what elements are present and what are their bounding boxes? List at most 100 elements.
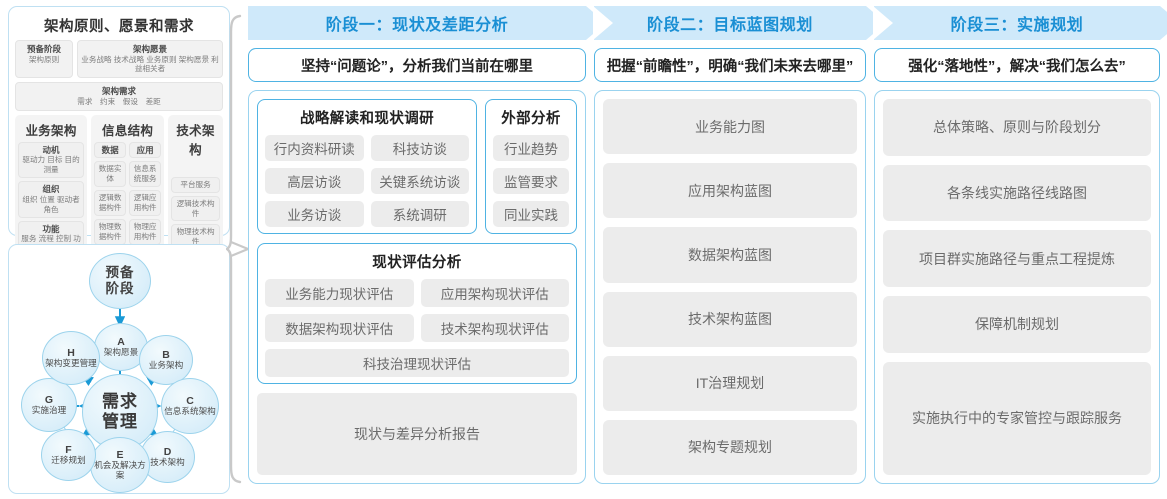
chip-technology-architecture-assessment[interactable]: 技术架构现状评估 (420, 314, 569, 342)
togaf-cell-vision-sub: 业务战略 技术战略 业务原则 架构愿景 利益相关者 (81, 54, 219, 74)
chip-industry-trend[interactable]: 行业趋势 (493, 135, 569, 161)
chip-business-capability-assessment[interactable]: 业务能力现状评估 (265, 279, 414, 307)
adm-node-a-letter: A (117, 335, 125, 348)
phase-2-header: 阶段二：目标蓝图规划 (593, 6, 886, 40)
phase-3-item-program-path[interactable]: 项目群实施路径与重点工程提炼 (883, 230, 1151, 288)
phase-1: 阶段一：现状及差距分析 坚持“问题论”，分析我们当前在哪里 战略解读和现状调研 … (248, 6, 606, 484)
adm-node-g-label: 实施治理 (31, 405, 67, 416)
chip-executive-interview[interactable]: 高层访谈 (265, 168, 364, 194)
adm-node-g[interactable]: G 实施治理 (21, 378, 77, 432)
togaf-box-logical-app: 逻辑应用构件 (129, 190, 162, 216)
phase-2-item-architecture-topic-plan[interactable]: 架构专题规划 (603, 419, 857, 476)
adm-node-e-label: 机会及解决方案 (94, 460, 146, 481)
togaf-box-platform-service: 平台服务 (171, 176, 220, 193)
adm-node-c-letter: C (186, 394, 194, 407)
adm-node-e-letter: E (116, 449, 124, 461)
phase-3-item-assurance-mechanism[interactable]: 保障机制规划 (883, 296, 1151, 353)
phase-3-body: 总体策略、原则与阶段划分 各条线实施路径线路图 项目群实施路径与重点工程提炼 保… (874, 90, 1160, 484)
togaf-box-data-head: 数据 (94, 141, 127, 159)
togaf-physical-data-text: 物理数据构件 (98, 221, 122, 241)
left-column: 架构原则、愿景和需求 预备阶段 架构原则 架构愿景 业务战略 技术战略 业务原则… (8, 6, 230, 494)
togaf-box-physical-app: 物理应用构件 (129, 218, 162, 245)
togaf-data-head-text: 数据 (101, 144, 119, 155)
chip-internal-material-study[interactable]: 行内资料研读 (265, 135, 364, 161)
section-strategy-research-title: 战略解读和现状调研 (299, 111, 435, 127)
togaf-column-business-title: 业务架构 (25, 123, 77, 138)
phase-2-subtitle-text: 把握“前瞻性”，明确“我们未来去哪里” (606, 58, 854, 75)
adm-cycle-panel: 预备 阶段 需求 管理 A 架构愿景 B 业务架构 C 信息系统架构 (8, 244, 230, 494)
section-current-assessment-chips: 业务能力现状评估 应用架构现状评估 数据架构现状评估 技术架构现状评估 (265, 279, 569, 342)
chip-business-interview[interactable]: 业务访谈 (265, 201, 364, 227)
phase-3: 阶段三：实施规划 强化“落地性”，解决“我们怎么去” 总体策略、原则与阶段划分 … (873, 6, 1167, 484)
adm-node-e[interactable]: E 机会及解决方案 (90, 437, 150, 493)
phase-3-header-text: 阶段三：实施规划 (950, 17, 1084, 34)
chip-regulatory-requirement[interactable]: 监管要求 (493, 168, 569, 194)
adm-center-line1: 需求 (102, 392, 138, 412)
adm-node-d-label: 技术架构 (150, 457, 185, 468)
togaf-cell-prelim-sub: 架构原则 (28, 54, 60, 64)
togaf-subcolumn-application: 应用 信息系统服务 逻辑应用构件 物理应用构件 (129, 141, 162, 245)
chip-application-architecture-assessment[interactable]: 应用架构现状评估 (420, 279, 569, 307)
phase-3-subtitle-text: 强化“落地性”，解决“我们怎么去” (908, 58, 1126, 75)
togaf-subcolumn-data: 数据 数据实体 逻辑数据构件 物理数据构件 (94, 141, 127, 245)
togaf-data-entity-text: 数据实体 (98, 164, 122, 184)
togaf-cell-arch-requirements: 架构需求 需求 约束 假设 差距 (15, 82, 223, 111)
togaf-box-logical-tech: 逻辑技术构件 (171, 195, 220, 222)
adm-node-b-label: 业务架构 (148, 360, 184, 371)
togaf-logical-tech-text: 逻辑技术构件 (176, 198, 215, 218)
phase-3-item-overall-strategy[interactable]: 总体策略、原则与阶段划分 (883, 99, 1151, 156)
togaf-box-app-head: 应用 (129, 141, 162, 159)
adm-node-preliminary[interactable]: 预备 阶段 (89, 253, 151, 309)
phase-1-report-box[interactable]: 现状与差异分析报告 (257, 393, 577, 475)
phase-2-item-it-governance-plan[interactable]: IT治理规划 (603, 355, 857, 411)
togaf-box-function-head: 功能 (42, 223, 60, 234)
section-external-analysis-title: 外部分析 (501, 111, 561, 127)
adm-node-c[interactable]: C 信息系统架构 (161, 378, 219, 434)
section-external-analysis-chips: 行业趋势 监管要求 同业实践 (493, 135, 569, 227)
togaf-box-organization-head: 组织 (42, 184, 60, 195)
phase-2-chevron-notch-icon (593, 6, 613, 40)
adm-node-f[interactable]: F 迁移规划 (41, 429, 96, 481)
phase-2-subtitle: 把握“前瞻性”，明确“我们未来去哪里” (594, 48, 866, 82)
togaf-cell-prelim-head: 预备阶段 (26, 44, 61, 54)
adm-node-h[interactable]: H 架构变更管理 (42, 331, 100, 385)
chip-technology-interview[interactable]: 科技访谈 (370, 135, 469, 161)
adm-node-d[interactable]: D 技术架构 (140, 431, 195, 483)
togaf-row-requirements: 架构需求 需求 约束 假设 差距 (15, 82, 223, 111)
chip-system-research[interactable]: 系统调研 (370, 201, 469, 227)
chip-peer-practice[interactable]: 同业实践 (493, 201, 569, 227)
togaf-column-technology-title: 技术架构 (176, 123, 215, 157)
phase-2: 阶段二：目标蓝图规划 把握“前瞻性”，明确“我们未来去哪里” 业务能力图 应用架… (593, 6, 886, 484)
phase-1-subtitle: 坚持“问题论”，分析我们当前在哪里 (248, 48, 586, 82)
phase-1-top-sections: 战略解读和现状调研 行内资料研读 科技访谈 高层访谈 关键系统访谈 业务访谈 系… (257, 99, 577, 234)
section-external-analysis: 外部分析 行业趋势 监管要求 同业实践 (485, 99, 577, 234)
phase-2-item-application-architecture-blueprint[interactable]: 应用架构蓝图 (603, 163, 857, 219)
phase-2-item-data-architecture-blueprint[interactable]: 数据架构蓝图 (603, 227, 857, 283)
togaf-cell-req-head: 架构需求 (101, 86, 136, 97)
phase-2-item-technology-architecture-blueprint[interactable]: 技术架构蓝图 (603, 291, 857, 347)
adm-node-b-letter: B (162, 348, 170, 361)
adm-wheel: 预备 阶段 需求 管理 A 架构愿景 B 业务架构 C 信息系统架构 (9, 245, 231, 493)
phase-3-chevron-icon (1160, 6, 1167, 40)
chip-tech-governance-assessment[interactable]: 科技治理现状评估 (265, 349, 569, 377)
togaf-box-organization-sub: 组织 位置 驱动者 角色 (22, 194, 80, 214)
togaf-cell-req-sub: 需求 约束 假设 差距 (77, 96, 161, 106)
chip-data-architecture-assessment[interactable]: 数据架构现状评估 (265, 314, 414, 342)
adm-node-d-letter: D (163, 445, 172, 458)
togaf-is-service-text: 信息系统服务 (133, 164, 157, 184)
adm-node-g-letter: G (44, 393, 54, 406)
phase-3-item-line-roadmaps[interactable]: 各条线实施路径线路图 (883, 164, 1151, 222)
phase-2-item-business-capability-map[interactable]: 业务能力图 (603, 99, 857, 155)
section-current-assessment: 现状评估分析 业务能力现状评估 应用架构现状评估 数据架构现状评估 技术架构现状… (257, 243, 577, 384)
adm-node-b[interactable]: B 业务架构 (139, 335, 193, 385)
phase-1-header: 阶段一：现状及差距分析 (248, 6, 606, 40)
togaf-cell-prelim: 预备阶段 架构原则 (15, 40, 73, 79)
togaf-logical-app-text: 逻辑应用构件 (133, 193, 157, 213)
chip-key-system-interview[interactable]: 关键系统访谈 (370, 168, 469, 194)
phase-2-header-text: 阶段二：目标蓝图规划 (646, 17, 813, 34)
togaf-box-logical-data: 逻辑数据构件 (94, 190, 127, 216)
adm-node-preliminary-line2: 阶段 (105, 281, 135, 296)
adm-node-f-label: 迁移规划 (51, 455, 86, 466)
phase-3-item-expert-tracking-service[interactable]: 实施执行中的专家管控与跟踪服务 (883, 361, 1151, 476)
